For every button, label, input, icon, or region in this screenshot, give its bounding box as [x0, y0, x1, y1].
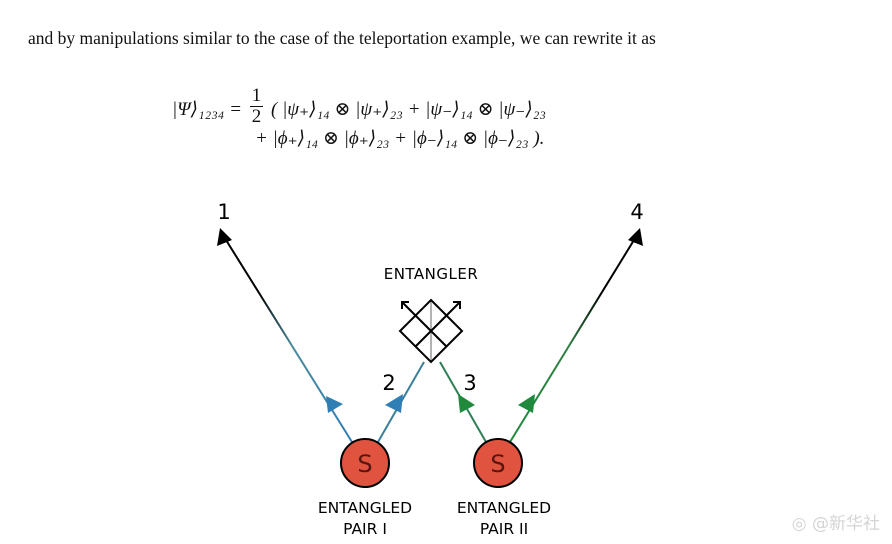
beam-1	[225, 239, 353, 443]
arrowhead-4-icon	[628, 228, 643, 246]
intro-paragraph: and by manipulations similar to the case…	[28, 28, 656, 48]
entangler-icon	[398, 298, 464, 364]
arrowhead-green-left-icon	[458, 394, 475, 413]
watermark: ◎ @新华社	[792, 509, 880, 534]
equation-lhs: |Ψ⟩₁₂₃₄ =	[172, 98, 242, 120]
beam-4	[509, 239, 635, 443]
particle-label-2: 2	[382, 371, 395, 395]
source-2-label: S	[490, 450, 505, 478]
particle-label-3: 3	[463, 371, 476, 395]
pair-1-label-line-1: ENTANGLED	[318, 499, 412, 517]
source-pair-2-icon	[473, 438, 523, 488]
arrowhead-blue-left-icon	[326, 396, 343, 413]
arrowhead-blue-right-icon	[385, 394, 403, 413]
fraction-denominator: 2	[251, 106, 262, 127]
arrowhead-1-icon	[217, 228, 232, 246]
particle-label-1: 1	[217, 200, 230, 224]
weibo-logo-icon: ◎	[791, 514, 807, 534]
equation-terms-1: ( |ψ₊⟩₁₄ ⊗ |ψ₊⟩₂₃ + |ψ₋⟩₁₄ ⊗ |ψ₋⟩₂₃	[271, 98, 546, 120]
watermark-text: @新华社	[812, 514, 880, 534]
source-pair-1-icon	[340, 438, 390, 488]
entangler-label: ENTANGLER	[384, 265, 479, 283]
source-1-label: S	[357, 450, 372, 478]
arrowhead-green-right-icon	[518, 394, 535, 413]
pair-2-label-line-2: PAIR II	[480, 520, 528, 538]
pair-1-label-line-2: PAIR I	[343, 520, 387, 538]
particle-label-4: 4	[630, 200, 643, 224]
fraction-numerator: 1	[249, 85, 264, 107]
pair-2-label-line-1: ENTANGLED	[457, 499, 551, 517]
equation-line-2: + |ϕ₊⟩₁₄ ⊗ |ϕ₊⟩₂₃ + |ϕ₋⟩₁₄ ⊗ |ϕ₋⟩₂₃ ).	[255, 128, 545, 149]
